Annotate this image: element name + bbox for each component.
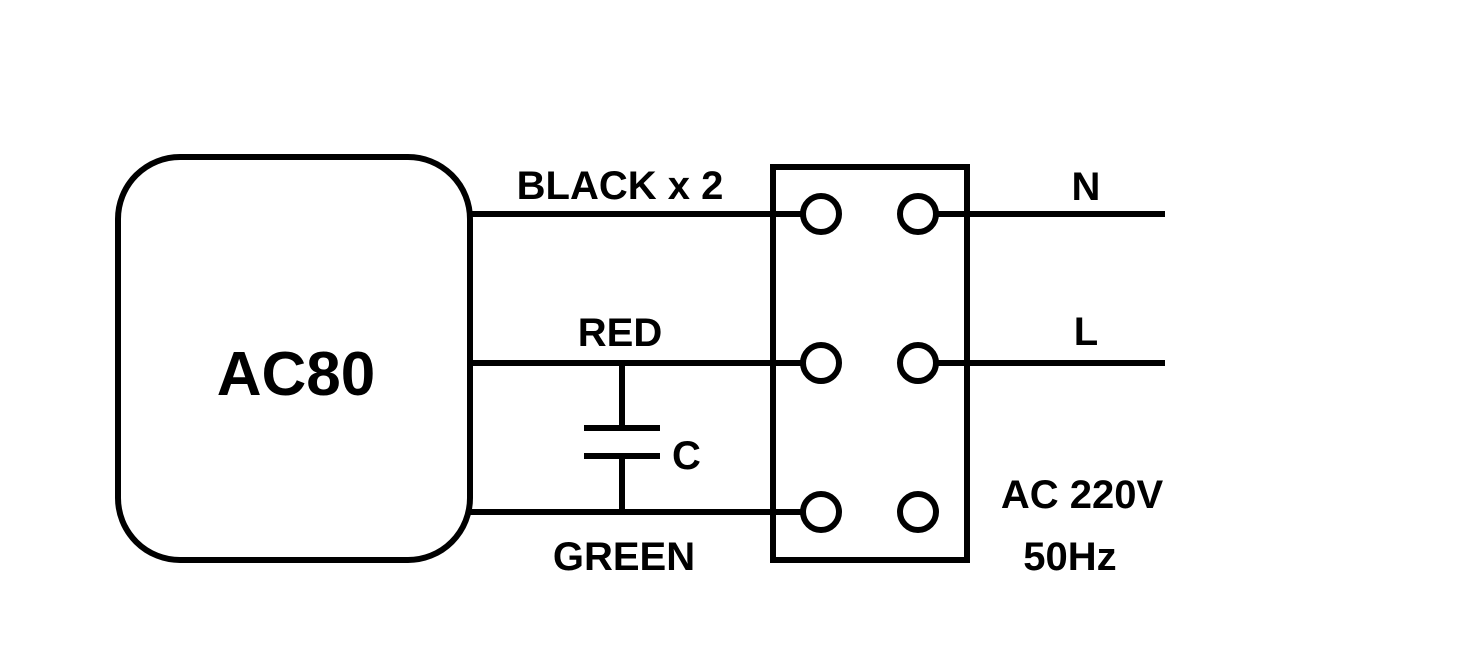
terminal-left-top <box>800 193 842 235</box>
capacitor-label: C <box>672 434 701 478</box>
terminal-left-bottom <box>800 491 842 533</box>
neutral-label: N <box>1072 165 1101 209</box>
green-wire-label: GREEN <box>553 535 695 579</box>
device-name-label: AC80 <box>217 340 376 409</box>
terminal-right-bottom <box>897 491 939 533</box>
terminal-right-top <box>897 193 939 235</box>
terminal-left-middle <box>800 342 842 384</box>
ac80-device-box <box>115 154 473 563</box>
black-wire-label: BLACK x 2 <box>517 164 724 208</box>
red-wire-label: RED <box>578 311 662 355</box>
live-label: L <box>1074 310 1098 354</box>
supply-frequency-label: 50Hz <box>1023 535 1116 579</box>
terminal-right-middle <box>897 342 939 384</box>
supply-voltage-label: AC 220V <box>1001 473 1164 517</box>
